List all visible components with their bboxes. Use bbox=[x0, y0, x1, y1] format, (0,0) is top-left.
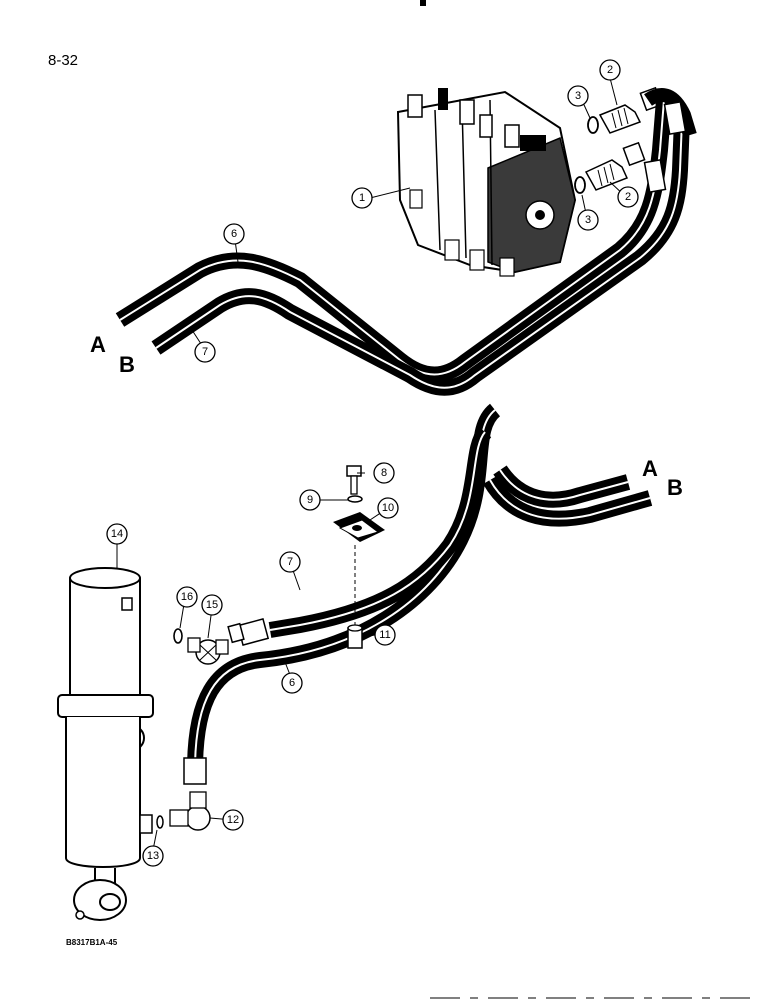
svg-text:3: 3 bbox=[585, 214, 591, 226]
svg-text:7: 7 bbox=[202, 346, 208, 358]
callout-16: 16 bbox=[176, 586, 198, 608]
callout-15: 15 bbox=[201, 594, 223, 616]
elbow-fitting-12 bbox=[169, 791, 211, 831]
svg-text:13: 13 bbox=[147, 850, 159, 862]
svg-text:12: 12 bbox=[227, 814, 239, 826]
svg-text:15: 15 bbox=[206, 599, 218, 611]
callout-7-upper: 7 bbox=[194, 341, 216, 363]
hose-clamp bbox=[333, 512, 385, 542]
svg-text:2: 2 bbox=[625, 191, 631, 203]
svg-text:14: 14 bbox=[111, 528, 123, 540]
svg-text:8: 8 bbox=[381, 467, 387, 479]
callout-3-upper: 3 bbox=[567, 85, 589, 107]
svg-text:6: 6 bbox=[289, 677, 295, 689]
hose-end-label-b-upper: B bbox=[119, 352, 135, 377]
svg-text:7: 7 bbox=[287, 556, 293, 568]
page-number: 8-32 bbox=[48, 52, 79, 69]
hose-end-label-a-upper: A bbox=[90, 332, 106, 357]
callout-13: 13 bbox=[142, 845, 164, 867]
hose-end-label-b-lower: B bbox=[667, 475, 683, 500]
svg-text:11: 11 bbox=[379, 629, 390, 641]
callout-9: 9 bbox=[299, 489, 321, 511]
hose-7-lower bbox=[268, 426, 653, 638]
callout-11: 11 bbox=[374, 624, 396, 646]
callout-1: 1 bbox=[351, 187, 373, 209]
hose-end-label-a-lower: A bbox=[642, 456, 658, 481]
callout-6-lower: 6 bbox=[281, 672, 303, 694]
callout-2-lower: 2 bbox=[617, 186, 639, 208]
svg-text:3: 3 bbox=[575, 90, 581, 102]
hose-7-upper bbox=[151, 119, 690, 396]
figure-code: B8317B1A-45 bbox=[66, 938, 118, 947]
hose-6-upper bbox=[115, 99, 672, 383]
callout-14: 14 bbox=[106, 523, 128, 545]
svg-text:6: 6 bbox=[231, 228, 237, 240]
svg-text:10: 10 bbox=[382, 502, 394, 514]
callout-8: 8 bbox=[373, 462, 395, 484]
elbow-fitting-15 bbox=[187, 637, 229, 665]
callout-12: 12 bbox=[222, 809, 244, 831]
clamp-bolt bbox=[346, 465, 363, 503]
control-valve bbox=[396, 88, 577, 277]
svg-text:2: 2 bbox=[607, 64, 613, 76]
spacer bbox=[347, 624, 363, 649]
svg-text:1: 1 bbox=[359, 192, 365, 204]
callout-3-lower: 3 bbox=[577, 209, 599, 231]
callout-7-lower: 7 bbox=[279, 551, 301, 573]
svg-text:16: 16 bbox=[181, 591, 193, 603]
callout-10: 10 bbox=[377, 497, 399, 519]
hydraulic-cylinder bbox=[57, 567, 154, 921]
callout-2-upper: 2 bbox=[599, 59, 621, 81]
fitting-lower bbox=[574, 141, 646, 194]
callout-6-upper: 6 bbox=[223, 223, 245, 245]
svg-text:9: 9 bbox=[307, 494, 313, 506]
